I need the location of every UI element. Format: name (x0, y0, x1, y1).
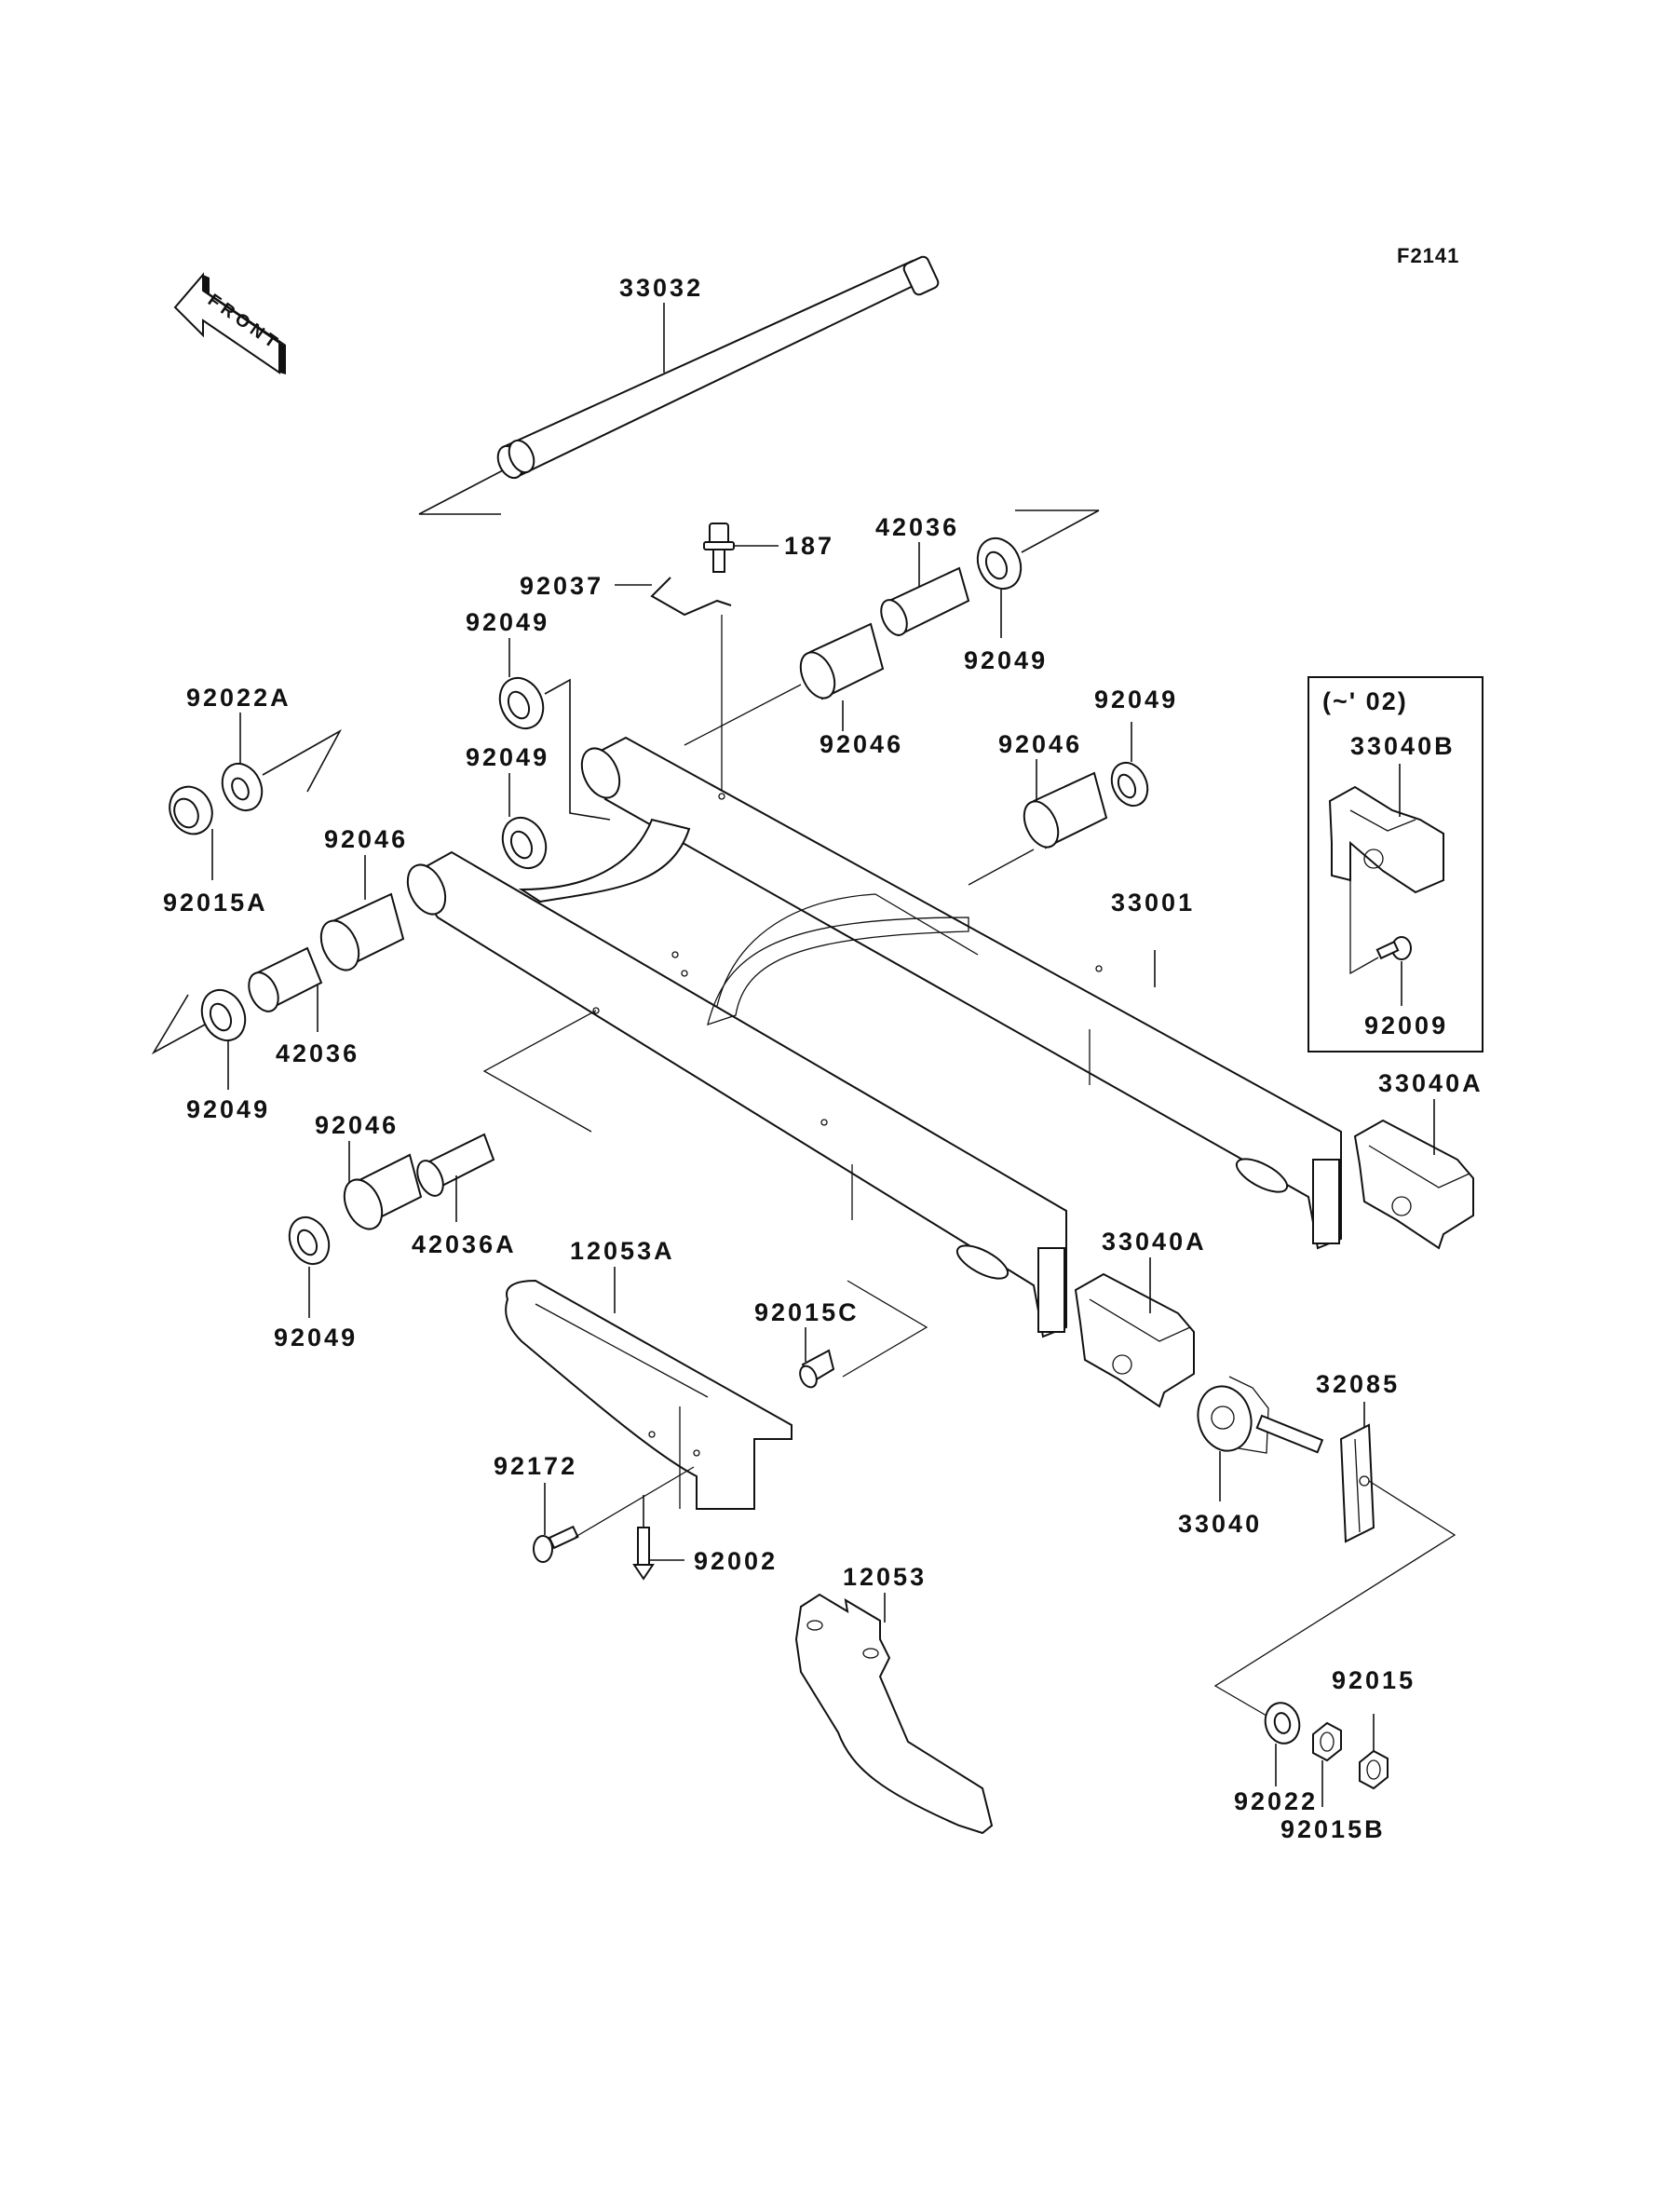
nut-92015 (1359, 1749, 1389, 1790)
bearing-92046-lower (343, 1153, 423, 1230)
callout-92046-upper: 92046 (820, 730, 903, 758)
sleeve-42036-upper (880, 566, 970, 637)
bearing-92046-left (319, 892, 405, 971)
bolt-187 (703, 523, 735, 573)
callout-33040A-right: 33040A (1378, 1069, 1484, 1097)
callout-33040B: 33040B (1350, 732, 1456, 760)
callout-42036-upper: 42036 (875, 513, 959, 541)
callout-92172: 92172 (494, 1452, 577, 1480)
chain-guide-12053 (794, 1593, 994, 1835)
chain-adjuster-33040A-middle (1074, 1272, 1195, 1408)
washer-92022A (221, 762, 264, 812)
sleeve-42036-left (248, 946, 323, 1012)
callout-92046-lower: 92046 (315, 1111, 399, 1139)
leader-bracket-32085 (1213, 1480, 1456, 1717)
bearing-92046-upper (799, 622, 885, 700)
callout-92002: 92002 (694, 1547, 778, 1575)
collar-92015C (799, 1349, 835, 1389)
leader-bracket-upper (1015, 509, 1100, 553)
leader-bracket-left-top (262, 728, 343, 793)
callout-92049-left: 92049 (186, 1095, 270, 1123)
callout-33001: 33001 (1111, 889, 1195, 917)
screw-92002 (632, 1527, 655, 1581)
pivot-shaft (418, 255, 940, 515)
leader-bracket-upper-left (544, 678, 611, 821)
screw-92009 (1375, 936, 1412, 960)
callout-12053A: 12053A (570, 1237, 675, 1265)
nut-92015A (169, 785, 213, 835)
chain-slider-12053A (505, 1279, 793, 1510)
seal-92049-right (1110, 761, 1149, 808)
callout-92049-right: 92049 (1094, 686, 1178, 713)
seal-92049-upper-right (976, 536, 1023, 591)
swingarm-33001 (406, 736, 1342, 1338)
callout-92049-upper-right: 92049 (964, 646, 1048, 674)
guide-line-bearing-right (968, 849, 1035, 886)
inset-box: (~' 02) 33040B 92009 (1307, 676, 1484, 1052)
callout-92022: 92022 (1234, 1787, 1318, 1815)
callout-92015C: 92015C (754, 1298, 860, 1326)
callout-92022A: 92022A (186, 684, 291, 712)
callout-92015B: 92015B (1280, 1815, 1386, 1843)
chain-adjuster-33040B (1328, 785, 1444, 894)
leader-bracket-92015C (842, 1280, 928, 1378)
screw-92172 (533, 1525, 579, 1563)
callout-33040A-middle: 33040A (1102, 1228, 1207, 1256)
callout-92049-lower: 92049 (274, 1324, 358, 1351)
callout-42036A: 42036A (412, 1230, 517, 1258)
seal-92049-upper-left-a (498, 676, 545, 730)
front-arrow-icon: FRONT (173, 272, 286, 374)
inset-note: (~' 02) (1322, 687, 1408, 715)
guide-line-92009 (1349, 876, 1379, 975)
seal-92049-upper-left-b (501, 816, 548, 870)
chain-adjuster-33040 (1197, 1376, 1324, 1454)
callout-92015A: 92015A (163, 889, 268, 917)
callout-92049-upper-left-b: 92049 (466, 743, 549, 771)
chain-adjuster-33040A-right (1353, 1119, 1474, 1250)
washer-92022 (1264, 1702, 1301, 1745)
bearing-92046-right (1023, 771, 1108, 849)
callout-42036-left: 42036 (276, 1039, 359, 1067)
callout-92015: 92015 (1332, 1666, 1416, 1694)
clip-92037 (650, 577, 732, 617)
callout-33032: 33032 (619, 274, 703, 302)
guide-line-92172 (575, 1466, 695, 1538)
sleeve-42036A (416, 1133, 495, 1197)
guide-line-lower-bearing (482, 1010, 597, 1133)
seal-92049-lower (288, 1215, 331, 1266)
callout-33040: 33040 (1178, 1510, 1262, 1538)
seal-92049-left (200, 988, 247, 1042)
callout-92037: 92037 (520, 572, 603, 600)
callout-92009: 92009 (1364, 1012, 1448, 1039)
callout-92049-upper-left-a: 92049 (466, 608, 549, 636)
nut-92015B (1312, 1721, 1342, 1762)
callout-92046-left: 92046 (324, 825, 408, 853)
guide-line-bearing-upper (684, 684, 802, 746)
callout-92046-right: 92046 (998, 730, 1082, 758)
leader-bracket-left-bottom (151, 994, 206, 1055)
figure-reference: F2141 (1397, 244, 1459, 267)
callout-12053: 12053 (843, 1563, 927, 1591)
block-32085 (1339, 1423, 1375, 1543)
callout-32085: 32085 (1316, 1370, 1400, 1398)
callout-187: 187 (784, 532, 834, 560)
